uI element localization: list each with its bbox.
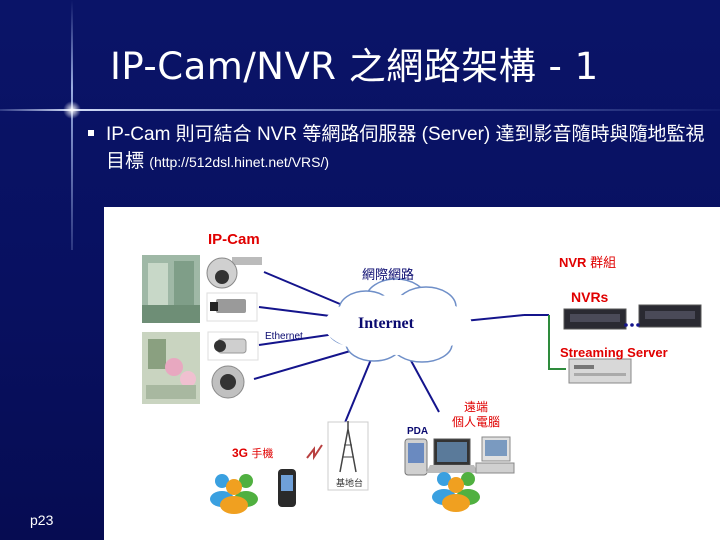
nursery-photo <box>142 332 200 404</box>
mobile-label: 3G 手機 <box>232 445 273 461</box>
nvr-group-label-a: NVR <box>559 255 587 270</box>
ethernet-camera-icon <box>207 331 259 361</box>
link-streaming-server <box>548 315 566 370</box>
mobile-label-b: 手機 <box>251 448 274 460</box>
hallway-photo <box>142 255 200 323</box>
ellipsis-dots <box>624 323 640 327</box>
ipcam-label: IP-Cam <box>208 231 260 248</box>
internet-cloud-label: Internet <box>358 315 414 332</box>
link-pda-pc <box>408 356 440 413</box>
mobile-phone-icon <box>278 469 296 507</box>
base-station-label: 基地台 <box>336 478 364 488</box>
desktop-pc-icon <box>475 436 515 474</box>
internet-chinese-label: 網際網路 <box>362 267 415 282</box>
internet-cloud <box>324 278 472 363</box>
pda-icon <box>404 438 428 476</box>
base-station-icon <box>327 421 369 491</box>
streaming-server-label: Streaming Server <box>560 345 668 360</box>
nvr-group-label-b: 群組 <box>590 255 617 270</box>
mobile-label-a: 3G <box>232 446 249 460</box>
nvr-group-label: NVR 群組 <box>559 252 616 271</box>
mobile-users-icon <box>210 474 258 514</box>
bullet-url: (http://512dsl.hinet.net/VRS/) <box>149 154 330 170</box>
slide-title: IP-Cam/NVR 之網路架構 - 1 <box>110 45 599 88</box>
bullet-marker <box>88 130 94 136</box>
ptz-camera-icon <box>206 257 262 289</box>
ethernet-label: Ethernet <box>265 331 303 342</box>
page-number: p23 <box>30 512 54 528</box>
decorative-star <box>63 101 81 119</box>
nvrs-label: NVRs <box>571 289 609 305</box>
remote-pc-label: 遠端 個人電腦 <box>452 400 501 429</box>
decorative-horizontal-line <box>0 109 720 111</box>
box-camera-icon <box>206 292 258 322</box>
nvr-unit-1 <box>563 308 627 330</box>
link-base-station <box>343 356 373 426</box>
bullet-main-text: IP-Cam 則可結合 NVR 等網路伺服器 (Server) 達到影音隨時與隨… <box>106 124 705 172</box>
decorative-vertical-line <box>71 0 73 250</box>
pda-label: PDA <box>407 426 429 437</box>
dome-camera-icon <box>211 365 245 399</box>
streaming-server-icon <box>568 358 632 384</box>
bullet-text: IP-Cam 則可結合 NVR 等網路伺服器 (Server) 達到影音隨時與隨… <box>106 121 706 176</box>
wireless-signal-icon <box>306 444 323 461</box>
link-dome-camera <box>253 346 365 380</box>
remote-users-icon <box>432 472 480 512</box>
network-diagram: IP-Cam 網際網路 Internet Ethernet NVR 群組 NVR… <box>104 207 720 540</box>
laptop-icon <box>426 438 478 473</box>
diagram-canvas <box>142 255 702 514</box>
nvr-unit-2 <box>638 304 702 328</box>
